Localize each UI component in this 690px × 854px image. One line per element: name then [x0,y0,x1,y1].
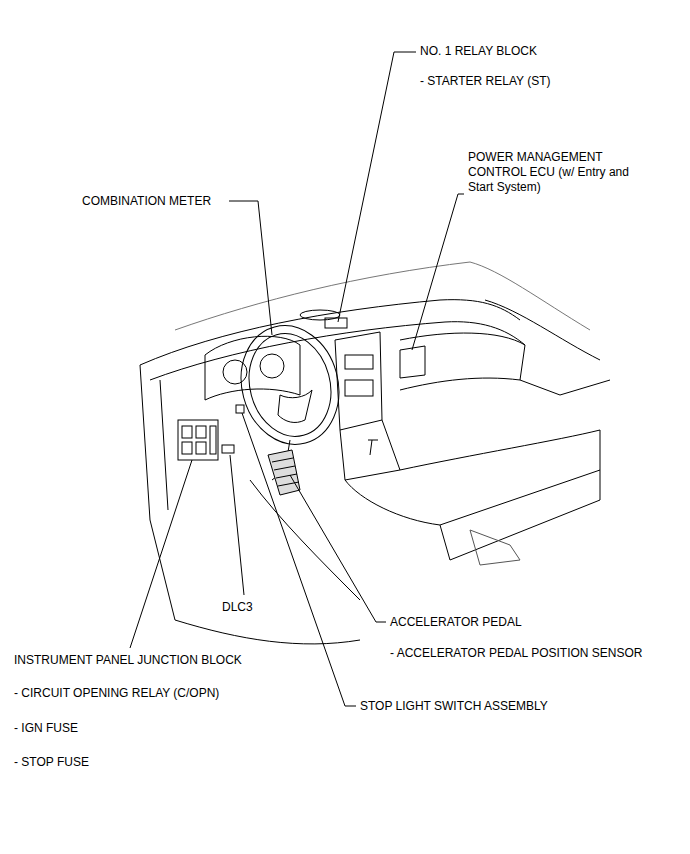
part-label: POWER MANAGEMENT CONTROL ECU (w/ Entry a… [468,150,643,195]
part-sublabel: - CIRCUIT OPENING RELAY (C/OPN) [14,686,219,701]
part-label: INSTRUMENT PANEL JUNCTION BLOCK [14,653,242,668]
part-label: STOP LIGHT SWITCH ASSEMBLY [360,699,548,714]
part-sublabel: - ACCELERATOR PEDAL POSITION SENSOR [390,646,643,661]
part-label: COMBINATION METER [82,194,211,209]
part-sublabel: - STOP FUSE [14,755,89,770]
part-label: NO. 1 RELAY BLOCK [420,44,537,59]
part-label: DLC3 [222,600,253,615]
part-label: ACCELERATOR PEDAL [390,615,522,630]
part-sublabel: - IGN FUSE [14,721,78,736]
part-sublabel: - STARTER RELAY (ST) [420,74,550,89]
